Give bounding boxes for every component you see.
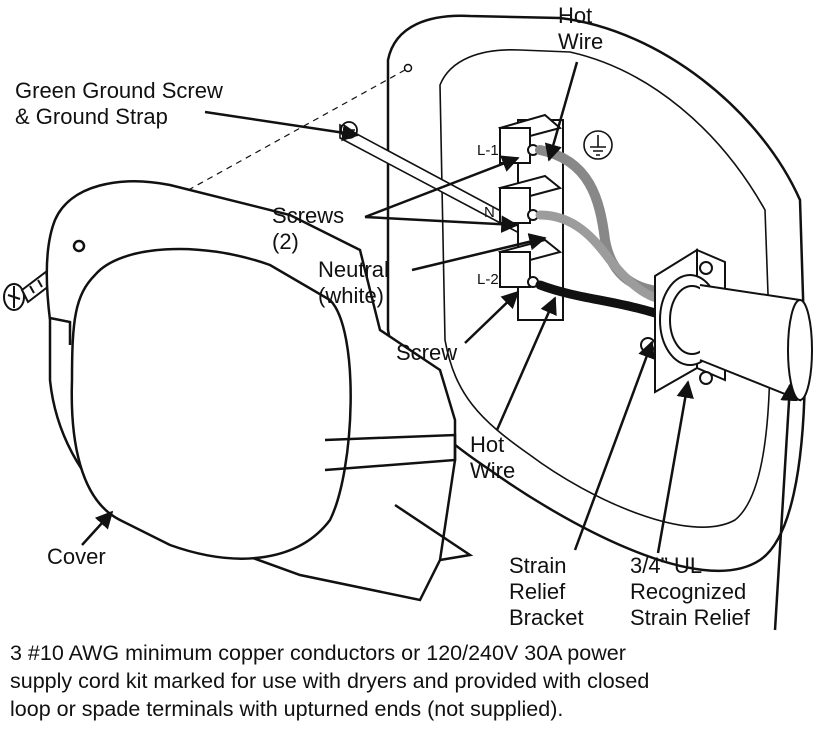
label-screw: Screw <box>396 340 458 365</box>
label-strain-relief: 3/4” UL Recognized Strain Relief <box>630 553 750 630</box>
terminal-label-l1: L-1 <box>477 142 499 159</box>
arrow-neutral <box>411 233 547 272</box>
wiring-requirements-note: 3 #10 AWG minimum copper conductors or 1… <box>10 641 650 721</box>
arrow-cord <box>773 383 798 631</box>
label-green-ground-screw: Green Ground Screw & Ground Strap <box>15 78 223 129</box>
label-hot-wire-top: Hot Wire <box>558 3 604 54</box>
label-cover: Cover <box>47 544 106 569</box>
cover <box>45 180 474 602</box>
terminal-label-n: N <box>484 204 495 221</box>
arrow-bracket <box>573 340 655 551</box>
label-strain-relief-bracket: Strain Relief Bracket <box>509 553 584 630</box>
leader-lines <box>81 61 798 631</box>
label-neutral: Neutral (white) <box>318 257 389 308</box>
power-wires <box>535 145 675 323</box>
arrow-hot-wire-top <box>544 61 579 162</box>
arrow-cover <box>81 510 114 546</box>
arrow-screws-2 <box>364 215 519 233</box>
arrow-hot-wire-bottom <box>495 296 557 431</box>
terminal-label-l2: L-2 <box>477 271 499 288</box>
label-hot-wire-bottom: Hot Wire <box>470 432 516 483</box>
label-screws: Screws (2) <box>272 203 345 254</box>
ground-symbol-icon <box>583 130 613 160</box>
arrow-screw <box>464 290 520 344</box>
arrow-screws-1 <box>364 155 520 219</box>
arrow-strain-relief <box>656 380 694 554</box>
strain-relief-assembly <box>640 248 813 402</box>
dryer-back-panel <box>386 14 807 572</box>
arrow-ground <box>204 110 360 142</box>
